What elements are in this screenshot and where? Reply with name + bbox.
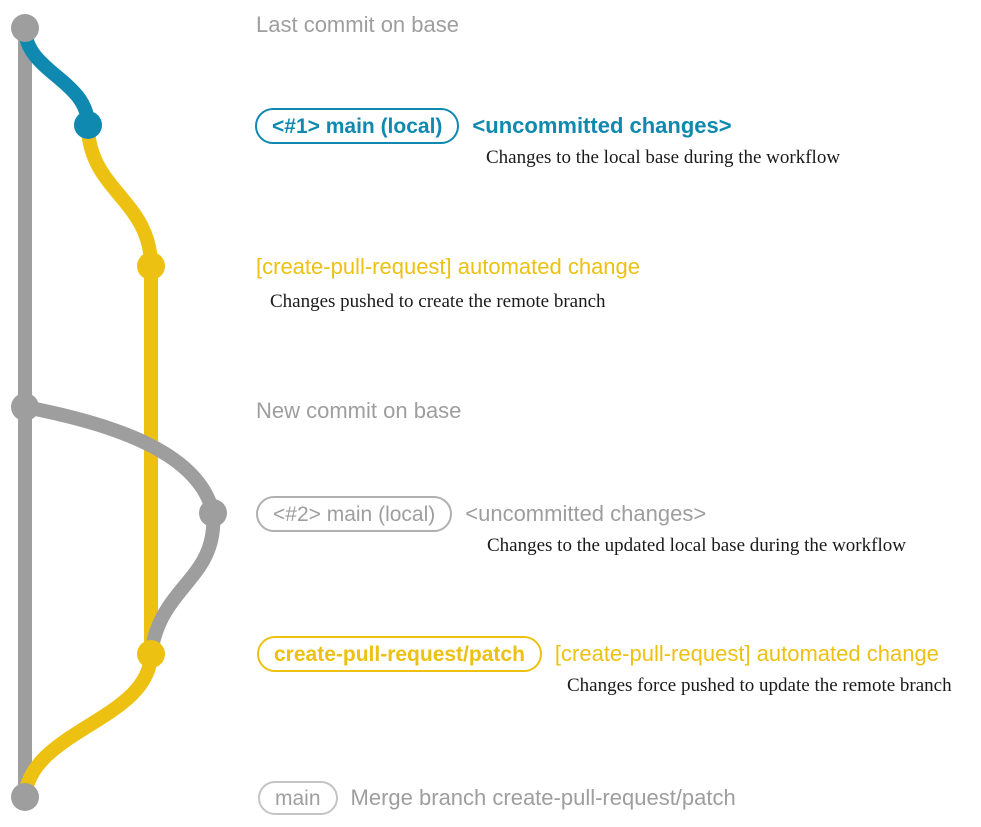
ref-pill-main-local-2[interactable]: <#2> main (local) <box>256 496 453 532</box>
description-automated-change-2: Changes force pushed to update the remot… <box>567 675 952 696</box>
ref-pill-main-local-1[interactable]: <#1> main (local) <box>255 108 460 144</box>
edge-local-1-to-patch-1 <box>81 118 158 273</box>
commit-node-local-2[interactable] <box>199 499 227 527</box>
annotation-local-uncommitted-2: <#2> main (local) <uncommitted changes> <box>256 496 706 532</box>
description-local-uncommitted-2: Changes to the updated local base during… <box>487 535 906 556</box>
annotation-new-commit-on-base: New commit on base <box>256 400 461 422</box>
commit-node-patch-2[interactable] <box>137 640 165 668</box>
commit-subject-automated-change-2: [create-pull-request] automated change <box>554 641 939 666</box>
ref-pill-main[interactable]: main <box>258 781 338 815</box>
annotation-local-uncommitted-1: <#1> main (local) <uncommitted changes> <box>255 108 732 144</box>
edge-base-new-to-local-2 <box>18 400 220 520</box>
annotation-automated-change-2: create-pull-request/patch [create-pull-r… <box>257 636 939 672</box>
commit-node-base-new[interactable] <box>11 393 39 421</box>
commit-node-local-1[interactable] <box>74 111 102 139</box>
edge-base-to-local-1 <box>18 21 95 132</box>
commit-subject-uncommitted-changes-1: <uncommitted changes> <box>472 113 732 138</box>
commit-subject-merge: Merge branch create-pull-request/patch <box>350 785 736 810</box>
edge-patch-2-to-merge <box>18 647 158 804</box>
edge-local-2-to-patch-2 <box>144 506 221 661</box>
annotation-merge-commit: main Merge branch create-pull-request/pa… <box>258 781 736 815</box>
commit-node-patch-1[interactable] <box>137 252 165 280</box>
commit-subject-new-commit-on-base: New commit on base <box>256 398 462 423</box>
ref-pill-create-pull-request-patch[interactable]: create-pull-request/patch <box>257 636 542 672</box>
commit-node-base-last[interactable] <box>11 14 39 42</box>
annotation-automated-change-1: [create-pull-request] automated change <box>256 256 640 278</box>
commit-subject-uncommitted-changes-2: <uncommitted changes> <box>465 501 707 526</box>
description-automated-change-1: Changes pushed to create the remote bran… <box>270 291 606 312</box>
commit-subject-last-commit-on-base: Last commit on base <box>256 12 459 37</box>
description-local-uncommitted-1: Changes to the local base during the wor… <box>486 147 841 168</box>
commit-node-base-merge[interactable] <box>11 783 39 811</box>
annotation-last-commit-on-base: Last commit on base <box>256 14 459 36</box>
commit-subject-automated-change-1: [create-pull-request] automated change <box>256 254 641 279</box>
